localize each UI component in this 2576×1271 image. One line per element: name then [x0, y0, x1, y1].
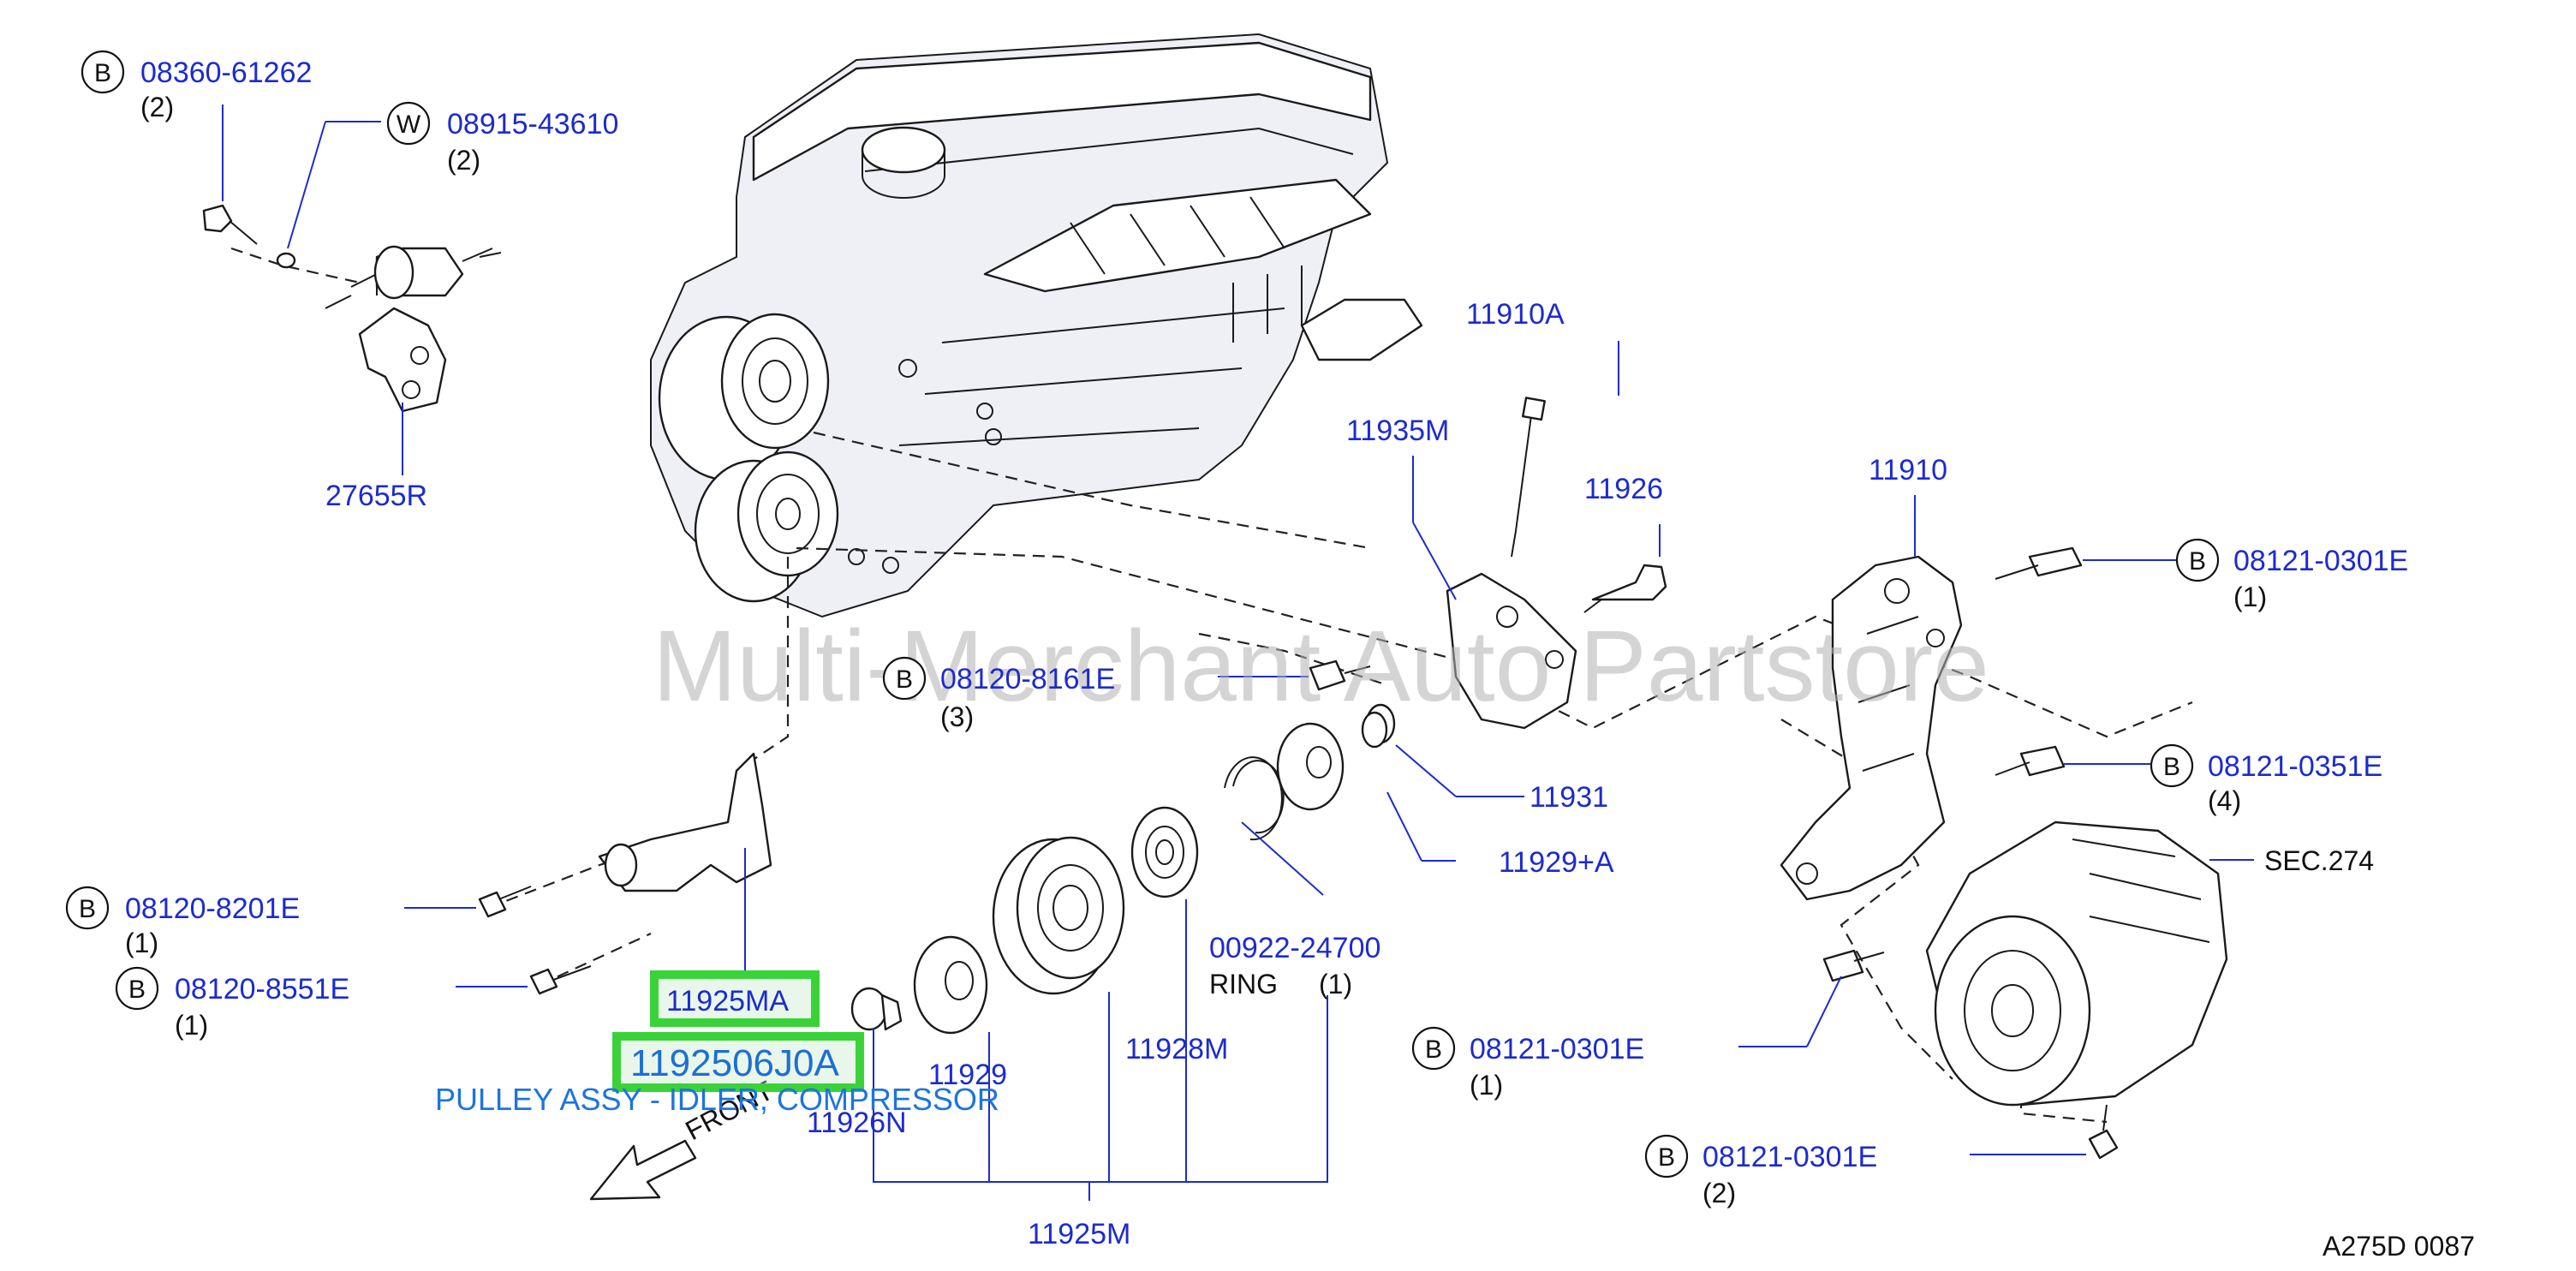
part-number-label[interactable]: 08915-43610	[447, 108, 618, 140]
callout-letter: B	[1658, 1143, 1675, 1172]
callout-c9[interactable]: B 08120-8161E (3)	[882, 656, 1115, 732]
highlight-part-number[interactable]: 1192506J0A	[630, 1042, 840, 1084]
callout-badge	[1644, 1134, 1689, 1179]
callout-c14[interactable]: B 08120-8201E (1)	[65, 886, 300, 958]
callout-c5-label[interactable]: 11935M	[1346, 415, 1449, 447]
front-arrow-icon	[589, 1139, 697, 1201]
quantity-label: (1)	[1470, 1070, 1503, 1101]
callout-badge	[882, 656, 927, 701]
callout-c15[interactable]: B 08120-8551E (1)	[115, 966, 349, 1041]
callout-c8[interactable]: B 08121-0301E (1)	[2175, 538, 2408, 612]
leader-c20b	[1806, 976, 1842, 1047]
quantity-label: (2)	[140, 92, 174, 122]
leader-c5b	[1412, 522, 1457, 600]
diagram-code: A275D 0087	[2323, 1231, 2475, 1262]
idler-pulley-assembly-drawing	[478, 711, 1388, 1035]
bracket-11910-drawing	[1780, 546, 2228, 1160]
callout-c19-label[interactable]: 11926N	[807, 1107, 907, 1139]
highlight-part-number-box	[612, 1032, 864, 1092]
callout-c3-label[interactable]: 27655R	[325, 480, 427, 512]
part-number-label[interactable]: 08120-8161E	[940, 663, 1115, 695]
callout-letter: B	[94, 59, 111, 87]
callout-c17-label[interactable]: 11929	[928, 1059, 1007, 1091]
callout-letter: B	[128, 976, 146, 1004]
part-number-label[interactable]: 00922-24700	[1209, 932, 1380, 964]
part-number-label[interactable]: 08360-61262	[140, 57, 312, 89]
callout-c2[interactable]: W 08915-43610 (2)	[386, 101, 618, 176]
quantity-label: (3)	[940, 701, 974, 732]
engine-block-drawing	[650, 33, 1423, 618]
callout-c18-label[interactable]: 11928M	[1125, 1033, 1228, 1065]
callout-badge	[2175, 538, 2220, 582]
callout-badge	[115, 966, 159, 1011]
callout-c16[interactable]: 00922-24700 RING (1)	[1209, 932, 1380, 999]
part-number-label[interactable]: 08121-0301E	[1470, 1033, 1644, 1065]
callout-badge	[2150, 743, 2194, 788]
callout-letter: B	[2189, 547, 2206, 576]
callout-c20[interactable]: B 08121-0301E (1)	[1411, 1026, 1644, 1101]
callout-c13-label[interactable]: SEC.274	[2264, 845, 2374, 876]
callout-c6-label[interactable]: 11926	[1584, 473, 1663, 505]
callout-c12-label[interactable]: 11929+A	[1499, 846, 1614, 879]
part-number-label[interactable]: 08121-0351E	[2208, 750, 2382, 783]
callout-letter: B	[1425, 1035, 1442, 1064]
quantity-label: (1)	[2233, 582, 2267, 612]
part-number-label[interactable]: 08120-8551E	[175, 973, 349, 1005]
quantity-label: (1)	[175, 1010, 208, 1041]
callout-c4-label[interactable]: 11910A	[1466, 298, 1565, 331]
callout-badge	[1411, 1026, 1456, 1071]
bracket-27655r-drawing	[202, 204, 502, 413]
leader-c16	[1241, 821, 1324, 896]
callout-badge	[80, 50, 125, 94]
callout-letter: B	[79, 895, 96, 923]
leader-c12a	[1386, 791, 1422, 862]
part-number-label[interactable]: 08120-8201E	[125, 892, 300, 925]
leader-c2b	[287, 121, 326, 249]
part-number-label[interactable]: 08121-0301E	[2233, 545, 2408, 577]
ring-label: RING	[1209, 969, 1278, 999]
watermark: Multi-Merchant Auto Partstore	[653, 610, 1989, 723]
highlight-part-label[interactable]: 11925MA	[666, 985, 789, 1017]
highlight-description: PULLEY ASSY - IDLER, COMPRESSOR	[435, 1082, 999, 1117]
callout-badge	[65, 886, 110, 930]
highlight-part-box	[650, 970, 820, 1027]
leader-c22-bracket	[873, 995, 1328, 1183]
callout-c7-label[interactable]: 11910	[1869, 454, 1947, 486]
callout-c1[interactable]: B 08360-61262 (2)	[80, 50, 312, 122]
callout-badge	[386, 101, 431, 146]
quantity-label: (1)	[1319, 969, 1352, 999]
quantity-label: (2)	[1702, 1178, 1736, 1208]
quantity-label: (4)	[2208, 785, 2241, 816]
callout-c10[interactable]: B 08121-0351E (4)	[2150, 743, 2382, 816]
callout-c21[interactable]: B 08121-0301E (2)	[1644, 1134, 1877, 1208]
leader-c11a	[1395, 744, 1457, 797]
part-number-label[interactable]: 08121-0301E	[1702, 1141, 1877, 1173]
callout-letter: W	[397, 110, 421, 139]
quantity-label: (1)	[125, 928, 158, 958]
callout-c11-label[interactable]: 11931	[1530, 781, 1608, 814]
callout-c22-label[interactable]: 11925M	[1028, 1218, 1130, 1250]
callout-letter: B	[2163, 753, 2180, 781]
callout-letter: B	[896, 665, 913, 694]
quantity-label: (2)	[447, 145, 480, 176]
